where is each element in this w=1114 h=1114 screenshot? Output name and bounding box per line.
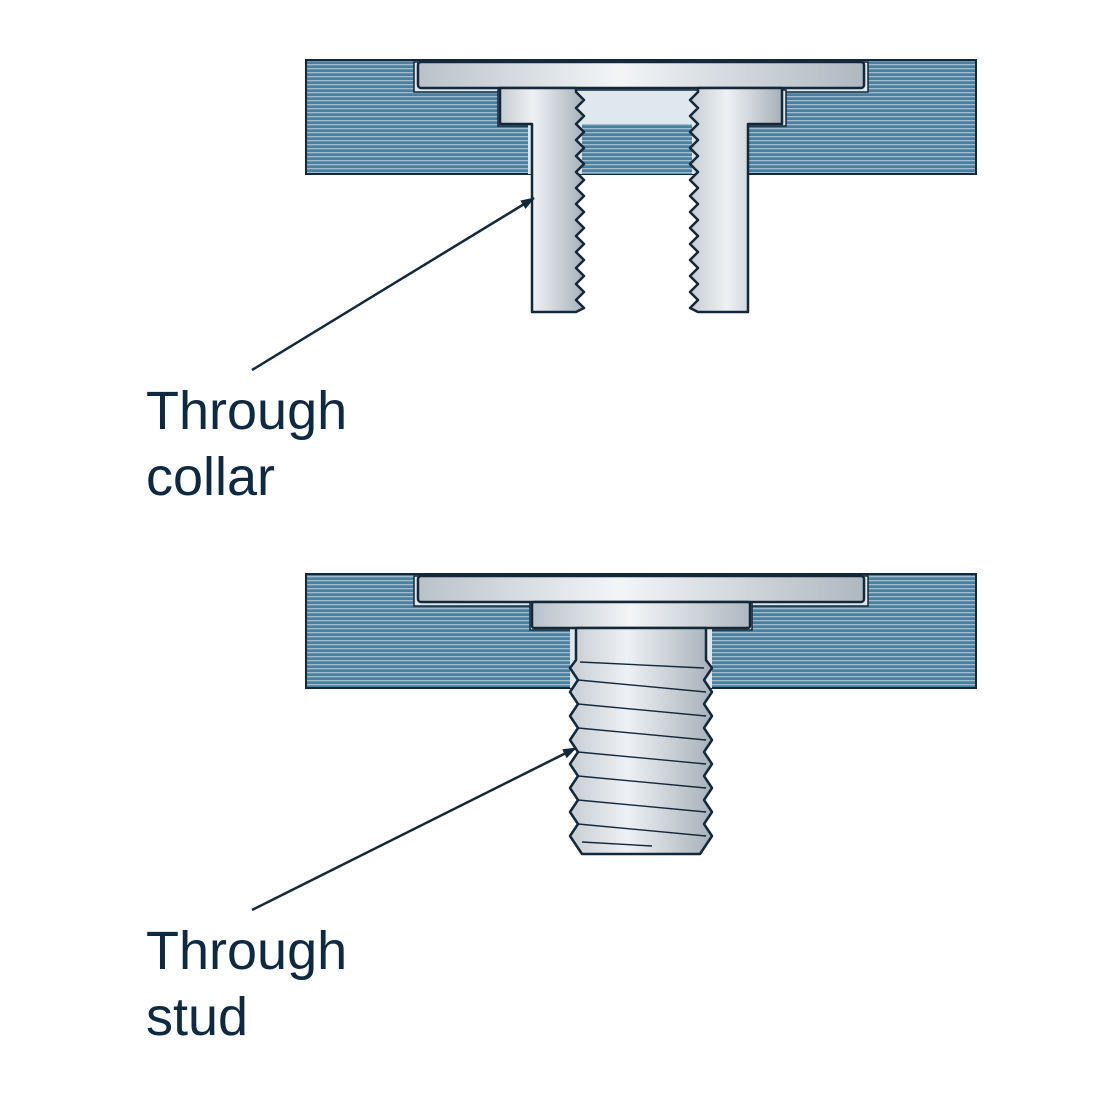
through-collar-figure (251, 59, 977, 372)
through-stud-label: Through stud (146, 918, 347, 1050)
collar-right-wall (688, 86, 784, 314)
stud-head (530, 600, 752, 630)
through-collar-label-line-1: Through (146, 381, 348, 441)
collar-left-wall (498, 86, 586, 314)
through-stud-label-line-2: stud (146, 987, 249, 1047)
stud-leader-line (251, 746, 577, 912)
collar-leader-line (251, 196, 535, 372)
through-stud-figure (251, 573, 977, 912)
through-collar-label-line-2: collar (146, 447, 276, 507)
through-collar-label: Through collar (146, 378, 347, 510)
through-stud-label-line-1: Through (146, 921, 348, 981)
stud-thread-lines (577, 661, 707, 847)
stud-top-plate (416, 574, 866, 604)
stud-threaded-shank (568, 626, 714, 856)
collar-top-plate (416, 60, 866, 90)
